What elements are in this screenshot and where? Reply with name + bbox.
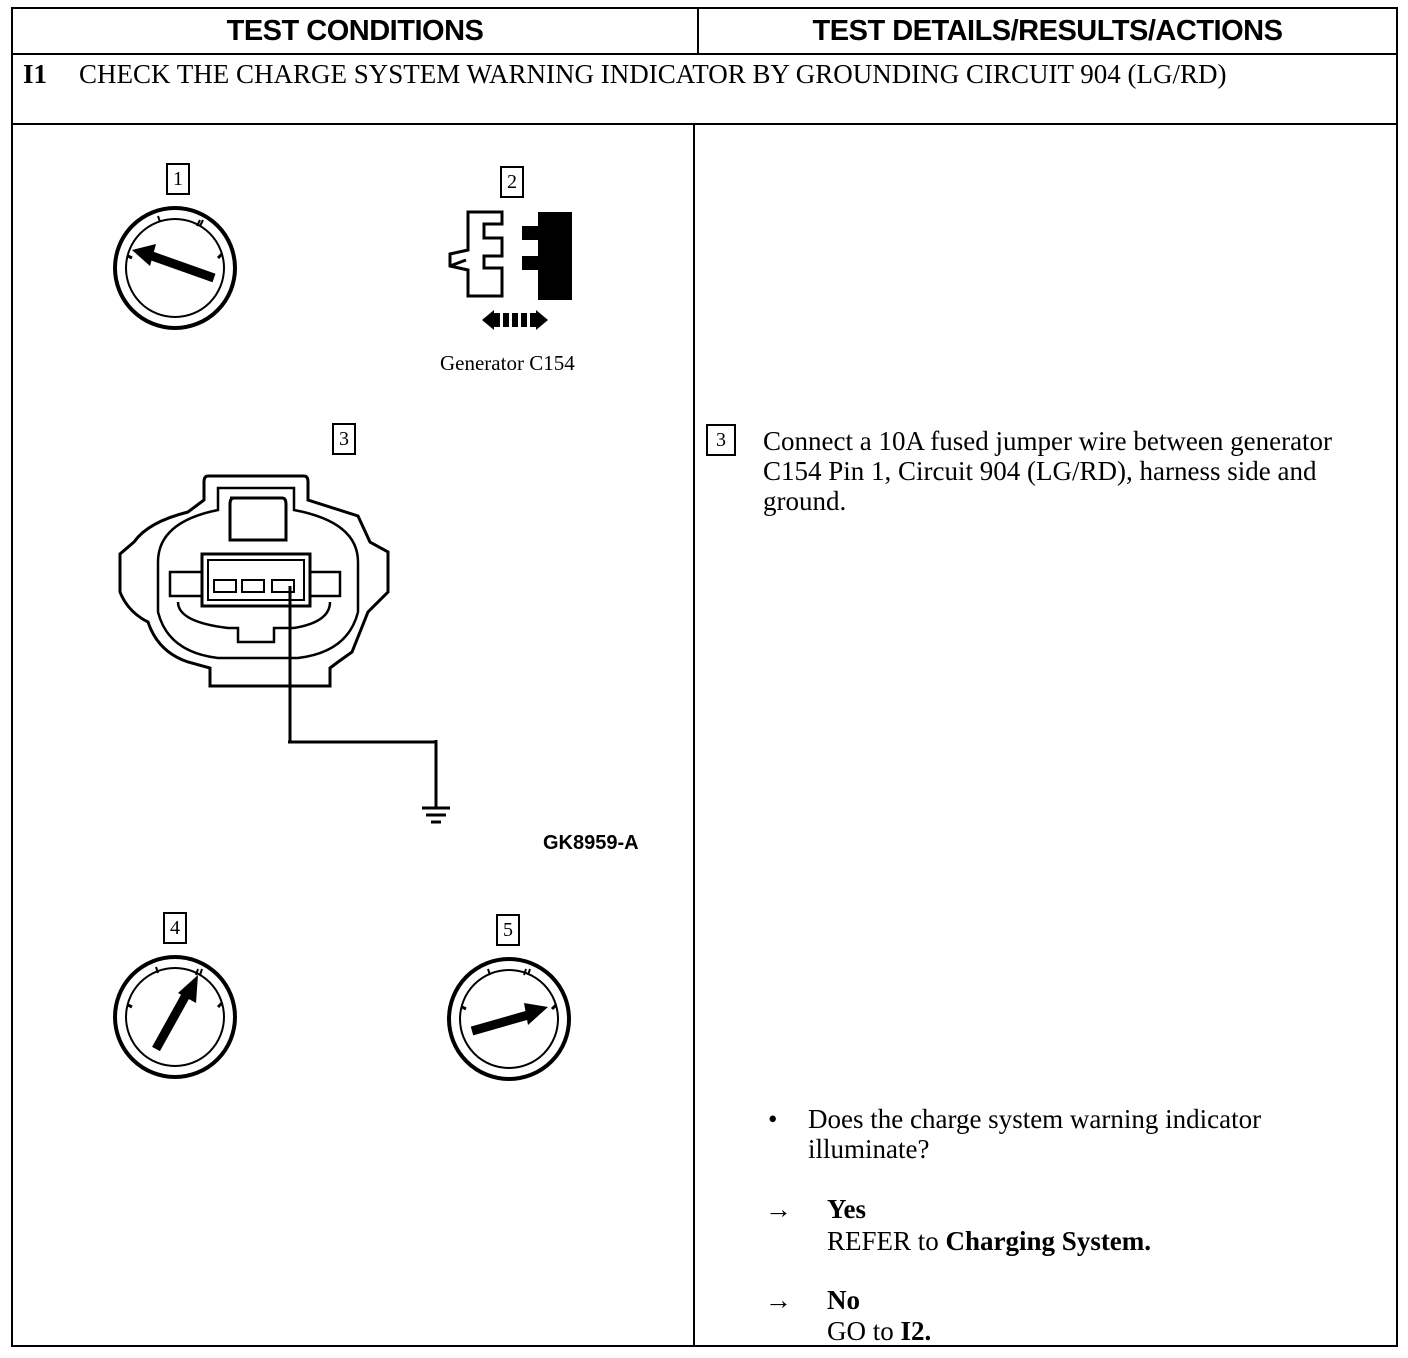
- action-number: 3: [706, 424, 736, 456]
- header-rule: [13, 53, 1396, 55]
- no-arrow-icon: →: [765, 1285, 792, 1315]
- callout-2: 2: [500, 166, 524, 198]
- header-test-details: TEST DETAILS/RESULTS/ACTIONS: [812, 15, 1283, 47]
- column-divider: [693, 125, 695, 1347]
- ignition-switch-on-icon: [113, 955, 237, 1079]
- bullet: •: [768, 1104, 778, 1134]
- ignition-switch-off-icon: [113, 206, 237, 330]
- title-rule: [13, 123, 1396, 125]
- yes-action-target: Charging System.: [945, 1226, 1152, 1256]
- procedure-table: TEST CONDITIONS TEST DETAILS/RESULTS/ACT…: [11, 7, 1398, 1347]
- connector-c154-jumper-to-ground-icon: [118, 474, 450, 824]
- header-test-conditions: TEST CONDITIONS: [226, 15, 484, 47]
- yes-action-prefix: REFER to: [827, 1226, 946, 1256]
- no-label: No: [827, 1285, 860, 1315]
- yes-action: REFER to Charging System.: [827, 1226, 1151, 1256]
- no-action-prefix: GO to: [827, 1316, 901, 1346]
- yes-arrow-icon: →: [765, 1194, 792, 1224]
- ignition-switch-start-icon: [447, 957, 571, 1081]
- action-text: Connect a 10A fused jumper wire between …: [763, 426, 1333, 516]
- disconnect-connector-icon: [448, 210, 572, 330]
- connector-label: Generator C154: [440, 351, 575, 375]
- callout-3: 3: [332, 423, 356, 455]
- header-divider: [697, 9, 699, 53]
- figure-code: GK8959-A: [543, 832, 639, 854]
- question-text: Does the charge system warning indicator…: [808, 1104, 1262, 1164]
- callout-5: 5: [496, 914, 520, 946]
- callout-1: 1: [166, 163, 190, 195]
- step-id: I1: [23, 59, 48, 89]
- step-title: CHECK THE CHARGE SYSTEM WARNING INDICATO…: [79, 59, 1227, 89]
- yes-label: Yes: [827, 1194, 866, 1224]
- no-action: GO to I2.: [827, 1316, 931, 1346]
- no-action-target: I2.: [900, 1316, 932, 1346]
- callout-4: 4: [163, 912, 187, 944]
